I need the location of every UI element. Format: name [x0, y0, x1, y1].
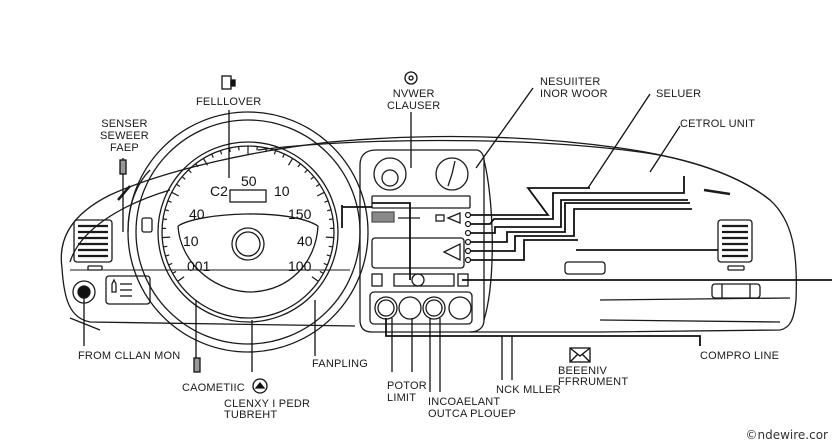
speedometer-tick-mark [328, 245, 333, 248]
speedometer-tick-mark [176, 183, 181, 187]
speedometer-tick-mark [287, 158, 294, 166]
label-nesuiter: NESUIITER INOR WOOR [540, 76, 608, 100]
speedometer-tick-mark [195, 163, 199, 168]
speedometer-tick-mark [310, 176, 315, 180]
speed-tick: 40 [189, 206, 205, 222]
label-line: SEWEER [100, 130, 149, 142]
speed-tick: 10 [183, 233, 199, 249]
speed-tick: 10 [274, 183, 290, 199]
label-line: NESUIITER [540, 76, 601, 88]
engine-icon [252, 378, 268, 394]
speedometer-tick-mark [319, 270, 324, 274]
label-clenty-pedr: CLENXY I PEDR TUBREHT [224, 399, 310, 421]
speed-tick: C2 [210, 183, 228, 199]
speedometer-tick-mark [326, 254, 331, 257]
fan-icon [404, 71, 418, 85]
label-potor-limit: POTOR LIMIT [387, 380, 427, 404]
label-nvwer-clauser: NVWER CLAUSER [387, 88, 440, 112]
hvac-knob-3 [422, 296, 446, 320]
right-air-vent [717, 219, 753, 263]
speedometer-tick-mark [168, 262, 173, 266]
speedometer-tick-mark [165, 254, 170, 257]
label-incoaelant: INCOAELANT OUTCA PLOUEP [428, 396, 516, 420]
label-from-cllan-mon: FROM CLLAN MON [78, 350, 181, 362]
speedometer-dial [157, 141, 339, 323]
speedometer-tick-mark [315, 183, 320, 187]
speed-tick: 150 [288, 206, 312, 222]
label-line: POTOR [387, 380, 427, 392]
speedometer-tick-mark [304, 169, 308, 174]
speed-tick: 001 [187, 258, 211, 274]
leader-lines [83, 87, 681, 392]
hvac-knob-2 [398, 296, 422, 320]
speedometer-tick-mark [324, 200, 329, 203]
speedometer-tick-mark [311, 276, 319, 282]
speedometer-labels: 50 C2 10 40 150 10 40 001 100 [183, 173, 313, 274]
label-line: BEEENIV [558, 365, 608, 377]
clock-gauge [435, 157, 469, 191]
horn-center [231, 227, 265, 261]
fuel-icon [221, 75, 236, 90]
right-switch [711, 283, 761, 299]
speedometer-tick-mark [162, 236, 171, 239]
battery-icon [193, 357, 201, 373]
speedometer-tick-mark [171, 191, 180, 197]
speedometer-tick-mark [297, 163, 301, 168]
speedometer-tick-mark [273, 150, 277, 155]
hvac-knob-4 [448, 296, 472, 320]
speed-tick: 50 [241, 173, 257, 189]
speedometer-tick-mark [323, 262, 328, 266]
label-fanpling: FANPLING [312, 358, 369, 370]
speedometer-tick-mark [167, 200, 172, 203]
left-air-vent [73, 219, 113, 263]
label-line: CLENXY I PEDR [224, 398, 311, 410]
left-switch-panel [105, 275, 151, 305]
speed-tick: 40 [297, 233, 313, 249]
speedometer-tick-mark [202, 158, 209, 166]
speedometer-tick-mark [327, 209, 332, 212]
label-line: INCOAELANT [428, 396, 501, 408]
speedometer-tick-mark [172, 270, 177, 274]
speedometer-tick-mark [282, 153, 285, 158]
speedometer-tick-mark [188, 169, 192, 174]
label-line: SENSER [101, 118, 148, 130]
label-compro-line: COMPRO LINE [700, 350, 780, 362]
speedometer-tick-mark [162, 218, 168, 221]
speedometer-tick-mark [177, 276, 185, 282]
left-small-gauge [373, 157, 407, 191]
label-senser: SENSER SEWEER FAEP [100, 118, 149, 154]
dashboard-outline [60, 135, 797, 333]
speedometer-tick-mark [325, 236, 334, 239]
label-line: CLAUSER [387, 100, 441, 112]
envelope-icon [569, 347, 591, 363]
speedometer-tick-mark [328, 218, 334, 221]
speedometer-tick-mark [219, 150, 223, 155]
speedometer-tick-mark [164, 209, 169, 212]
label-control-unit: CETROL UNIT [680, 118, 756, 130]
label-line: TUBREHT [224, 409, 278, 421]
label-seluer: SELUER [656, 88, 702, 100]
display-window [229, 189, 267, 203]
label-fell-over: FELLLOVER [196, 96, 262, 108]
watermark: ©ndewire.cor [745, 428, 829, 442]
sensor-icon [119, 159, 127, 175]
label-line: LIMIT [387, 392, 417, 404]
hvac-knob-panel [369, 291, 473, 325]
label-line: NVWER [392, 88, 435, 100]
label-nck-miler: NCK MLLER [496, 384, 561, 396]
label-caometiic: CAOMETIIC [182, 382, 245, 394]
label-beeeniv: BEEENIV FFRRUMENT [558, 366, 628, 388]
wiring-harness [341, 176, 832, 346]
label-line: FAEP [109, 142, 139, 154]
label-line: INOR WOOR [540, 88, 608, 100]
speedometer-tick-mark [163, 245, 168, 248]
speedometer-tick-mark [181, 176, 186, 180]
speedometer-tick-mark [316, 191, 325, 197]
label-line: OUTCA PLOUEP [428, 408, 516, 420]
speedometer-tick-mark [211, 153, 214, 158]
label-line: FFRRUMENT [558, 376, 629, 388]
speedometer-tick-mark [265, 147, 268, 153]
speed-tick: 100 [288, 258, 312, 274]
